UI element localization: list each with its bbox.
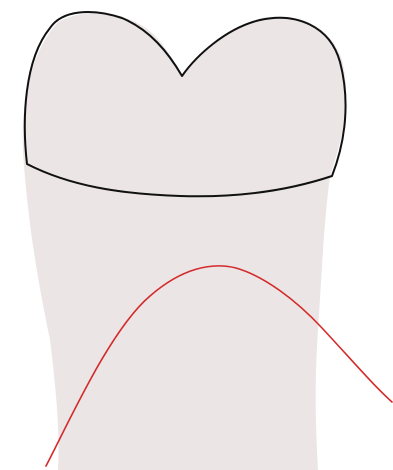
tooth-body [23, 13, 346, 470]
